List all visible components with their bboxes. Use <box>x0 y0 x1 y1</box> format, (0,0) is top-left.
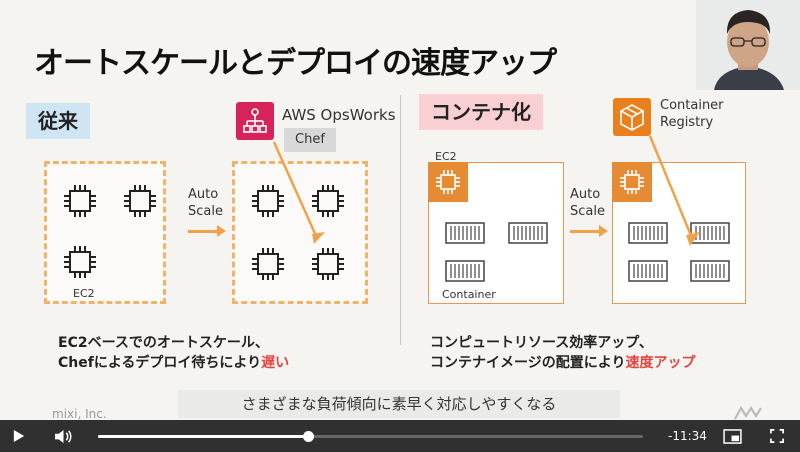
arrow-right-icon <box>570 225 608 237</box>
container-icon <box>690 222 730 244</box>
ec2-icon <box>428 162 468 202</box>
registry-arrow-icon <box>648 135 700 246</box>
container-registry-label: Container Registry <box>660 98 724 130</box>
progress-fill <box>98 435 308 438</box>
caption-containerized: コンピュートリソース効率アップ、 コンテナイメージの配置により速度アップ <box>430 335 696 371</box>
volume-icon <box>54 429 72 443</box>
chip-icon <box>122 183 158 219</box>
play-icon <box>13 430 25 442</box>
speaker-avatar-icon <box>696 0 800 90</box>
container-icon <box>628 260 668 282</box>
deploy-arrow-icon <box>272 141 325 244</box>
chef-label: Chef <box>284 128 336 152</box>
container-icon <box>445 222 485 244</box>
caption-traditional: EC2ベースでのオートスケール、 Chefによるデプロイ待ちにより遅い <box>58 335 290 371</box>
video-subtitle: さまざまな負荷傾向に素早く対応しやすくなる <box>178 390 620 418</box>
chip-icon <box>250 183 286 219</box>
arrow-right-icon <box>188 225 226 237</box>
company-name: mixi, Inc. <box>52 407 107 421</box>
volume-button[interactable] <box>52 420 74 452</box>
container-label: Container <box>442 288 496 301</box>
chip-icon <box>62 183 98 219</box>
fullscreen-button[interactable] <box>766 420 788 452</box>
opsworks-icon <box>236 102 274 140</box>
progress-scrubber[interactable] <box>302 431 314 442</box>
highlight-speedup: 速度アップ <box>625 355 696 371</box>
tag-traditional: 従来 <box>26 103 90 139</box>
speaker-webcam <box>696 0 800 90</box>
container-icon <box>445 260 485 282</box>
section-divider <box>400 95 401 345</box>
chip-icon <box>310 183 346 219</box>
fullscreen-icon <box>770 429 784 443</box>
pip-button[interactable] <box>721 420 743 452</box>
container-registry-icon <box>613 98 651 136</box>
ec2-group-before <box>44 161 166 304</box>
progress-bar[interactable] <box>98 431 643 442</box>
chip-icon <box>250 246 286 282</box>
container-icon <box>508 222 548 244</box>
opsworks-label: AWS OpsWorks <box>282 106 396 124</box>
picture-in-picture-icon <box>722 428 742 444</box>
time-remaining: -11:34 <box>668 429 707 443</box>
auto-scale-label: Auto Scale <box>570 187 605 219</box>
chip-icon <box>310 246 346 282</box>
ec2-label: EC2 <box>73 287 95 300</box>
container-icon <box>628 222 668 244</box>
auto-scale-label: Auto Scale <box>188 187 223 219</box>
ec2-icon <box>612 162 652 202</box>
container-icon <box>690 260 730 282</box>
mixi-logo-icon <box>734 406 762 420</box>
highlight-slow: 遅い <box>261 355 290 371</box>
ec2-group-after <box>232 161 368 304</box>
ec2-label: EC2 <box>435 150 457 163</box>
slide-title: オートスケールとデプロイの速度アップ <box>34 46 557 81</box>
tag-containerized: コンテナ化 <box>419 94 543 130</box>
play-button[interactable] <box>8 420 30 452</box>
chip-icon <box>62 244 98 280</box>
player-controls: -11:34 <box>0 420 800 452</box>
